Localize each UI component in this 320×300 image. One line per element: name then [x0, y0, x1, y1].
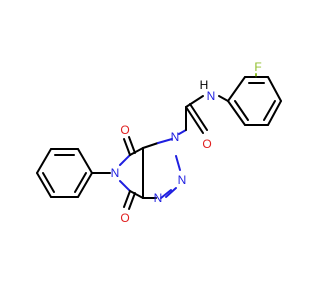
- bond: [74, 172, 87, 193]
- bond: [142, 142, 159, 149]
- amide-nitrogen-label: N: [207, 89, 216, 103]
- bond: [119, 154, 131, 166]
- bond: [160, 189, 172, 199]
- bond: [123, 138, 131, 156]
- imide-nitrogen-label: N: [111, 166, 120, 180]
- bond: [119, 180, 131, 192]
- carbonyl-oxygen-top-label: O: [120, 123, 129, 137]
- triazole-n2-label: N: [178, 173, 187, 187]
- bond: [128, 192, 136, 210]
- bond: [175, 155, 181, 171]
- imide-ring: [119, 147, 144, 199]
- phenyl-ring: [36, 148, 93, 198]
- fluorophenyl-ring: [227, 76, 282, 126]
- fluorine-label: F: [254, 60, 261, 74]
- bond: [267, 76, 282, 102]
- bond: [178, 129, 187, 135]
- molecule-drawing: N O O N N N O H N F: [36, 60, 282, 225]
- bond: [227, 100, 246, 126]
- triazole-n3-label: N: [154, 191, 163, 205]
- bond: [36, 148, 52, 174]
- amide-oxygen-label: O: [202, 137, 211, 151]
- bond: [218, 95, 229, 102]
- bond: [77, 172, 93, 198]
- bond: [227, 76, 246, 102]
- bond: [42, 172, 55, 193]
- bond: [129, 147, 144, 156]
- triazole-ring: [142, 138, 181, 199]
- structure-canvas: N O O N N N O H N F: [36, 60, 282, 225]
- bond: [234, 100, 249, 121]
- amide-hydrogen-label: H: [200, 78, 209, 92]
- bond: [128, 136, 136, 154]
- bond: [77, 148, 93, 174]
- bond: [36, 172, 52, 198]
- atom-labels: N O O N N N O H N F: [111, 60, 262, 225]
- bond: [123, 190, 131, 208]
- carbonyl-oxygen-bottom-label: O: [120, 211, 129, 225]
- bond: [263, 100, 276, 121]
- bond: [185, 95, 204, 108]
- bond: [189, 103, 208, 131]
- bond: [185, 106, 204, 134]
- bond: [129, 190, 144, 199]
- bond: [165, 187, 177, 198]
- triazole-n1-label: N: [171, 130, 180, 144]
- bond: [267, 100, 282, 126]
- bond: [157, 138, 173, 144]
